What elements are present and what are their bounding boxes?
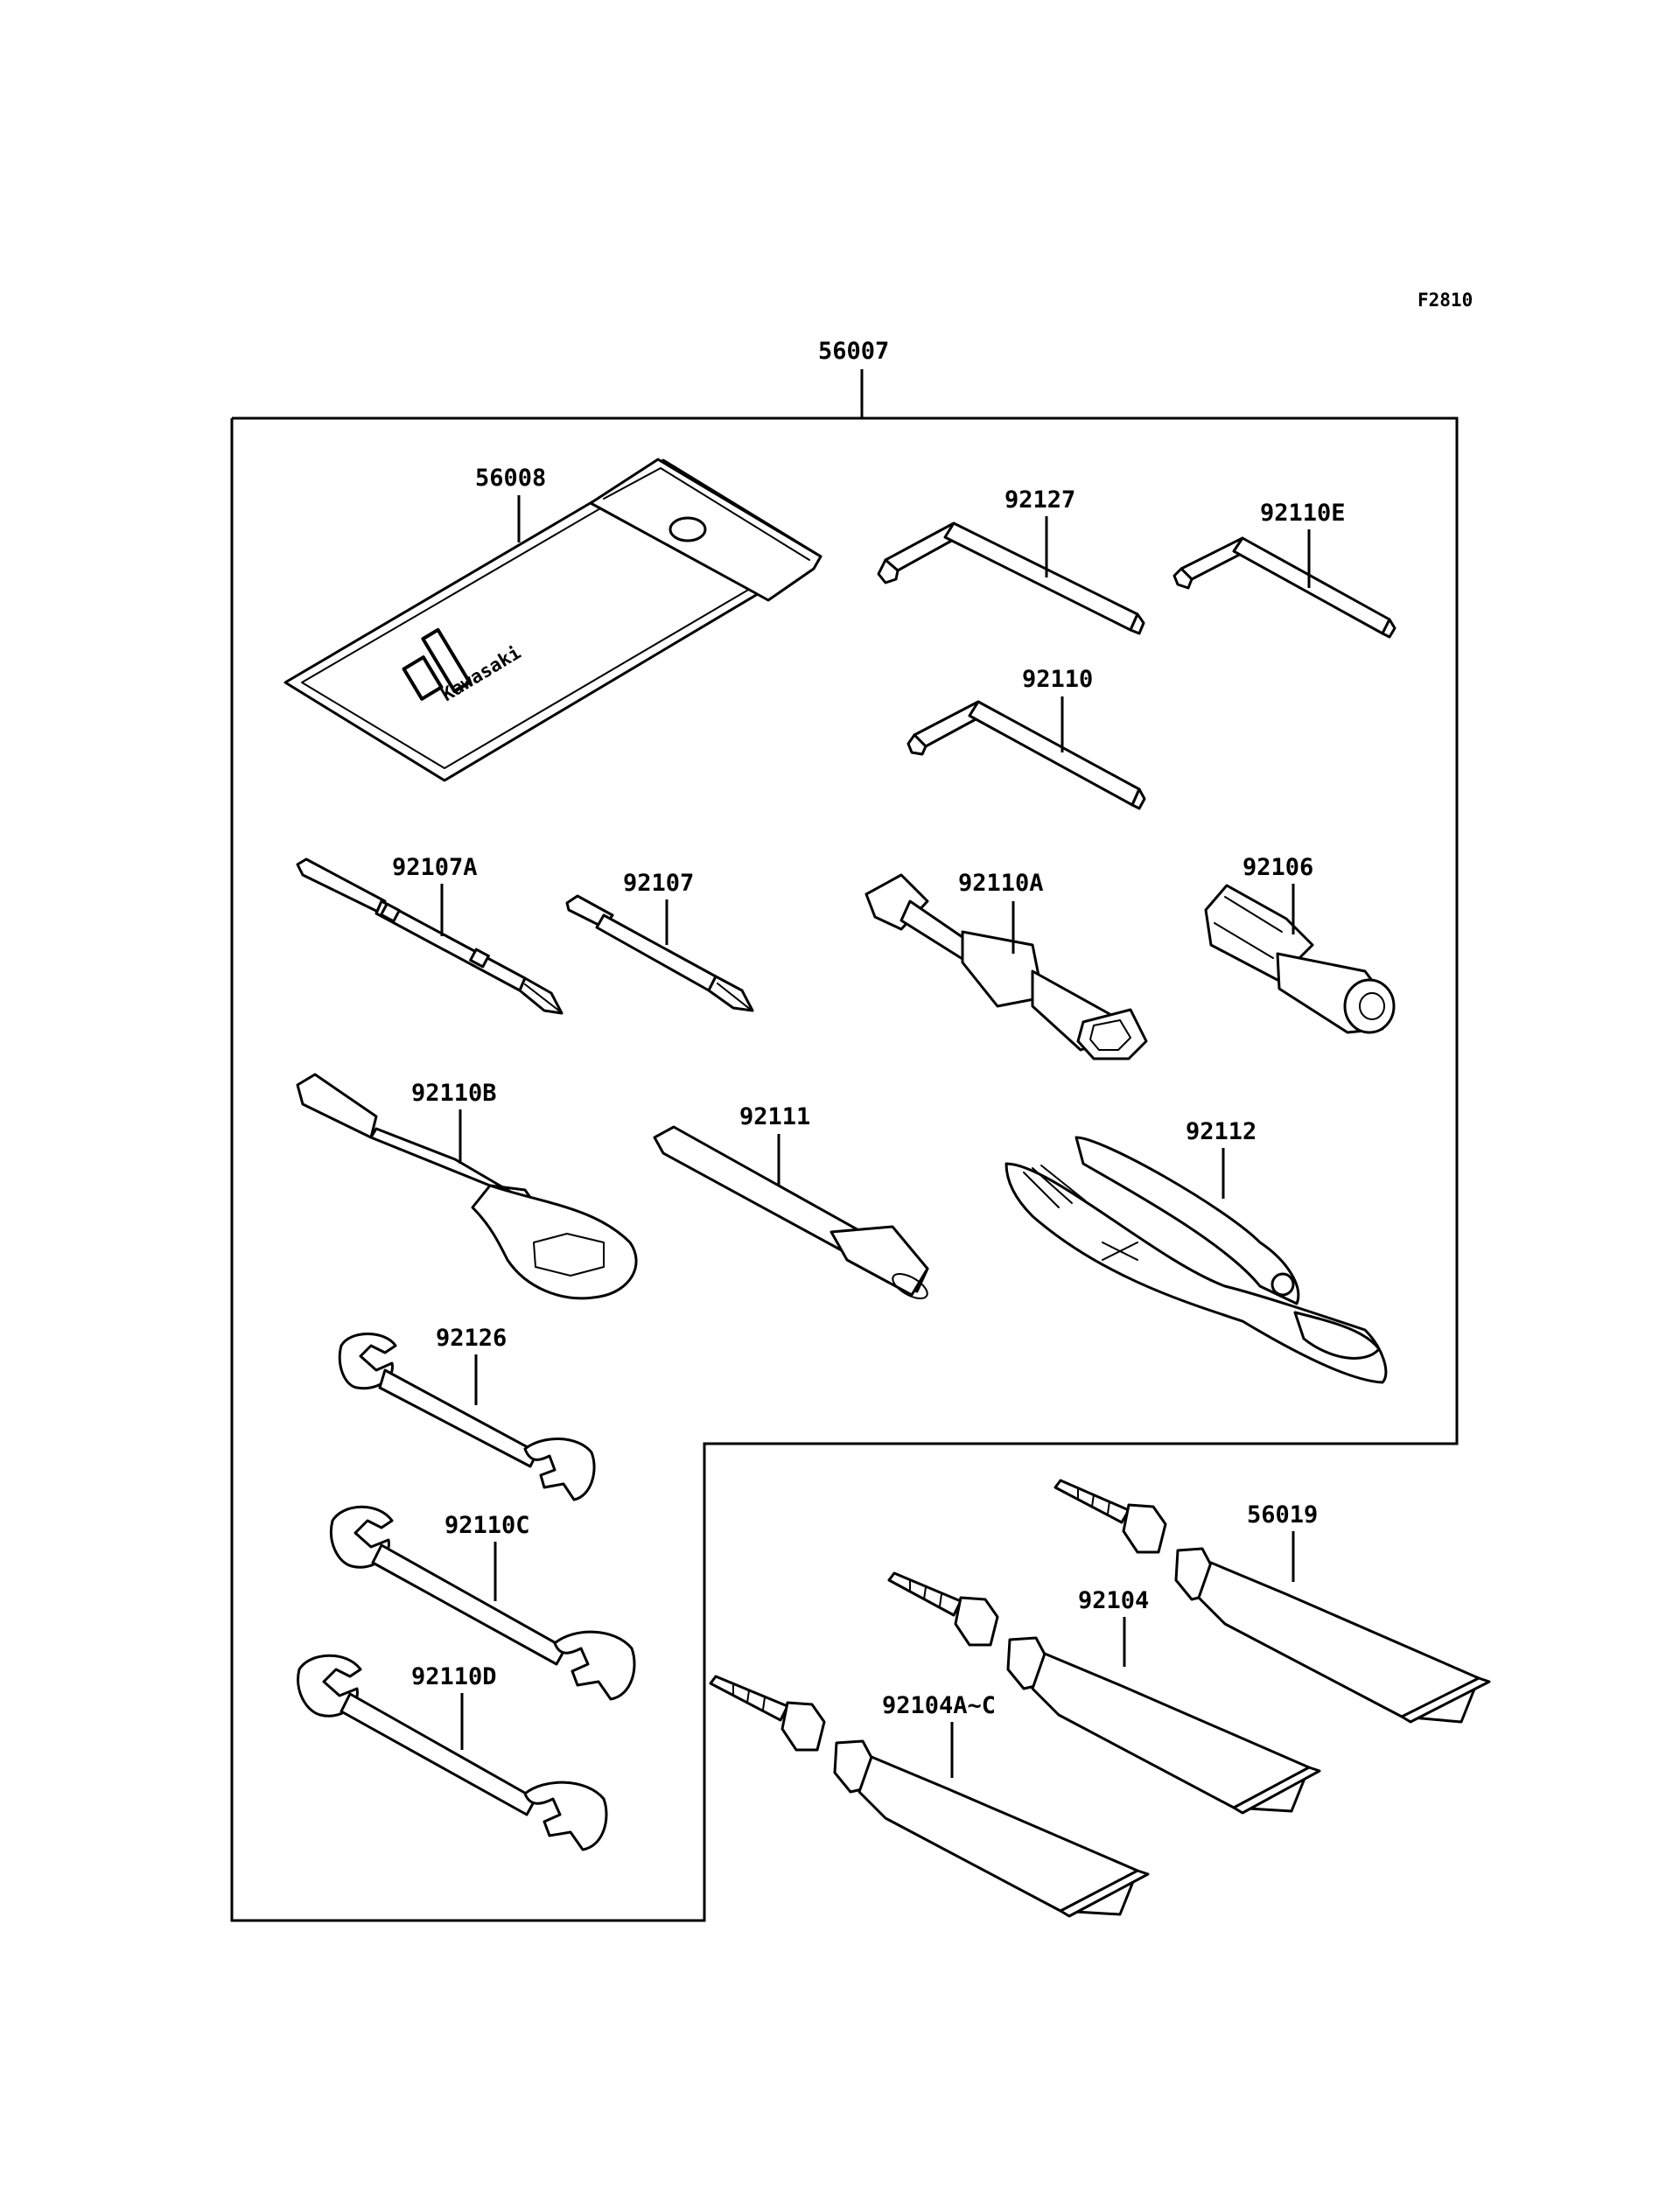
grease-tube-92104A-C: [709, 1675, 1150, 1918]
figure-code: F2810: [1418, 290, 1473, 311]
part-label-92107: 92107: [623, 870, 694, 897]
box-wrench-92110B: [296, 1073, 638, 1300]
grease-tube-56019: [1054, 1479, 1491, 1724]
part-label-92106: 92106: [1242, 854, 1313, 881]
grease-tube-92104: [887, 1571, 1321, 1815]
tool-bag-56008: Kawasaki: [284, 458, 822, 782]
part-label-92110C: 92110C: [444, 1512, 530, 1539]
socket-92106: [1204, 884, 1396, 1034]
part-label-92110B: 92110B: [411, 1080, 497, 1107]
part-label-92110D: 92110D: [411, 1663, 497, 1690]
part-label-92110A: 92110A: [958, 870, 1044, 897]
part-label-92127: 92127: [1004, 486, 1075, 514]
part-label-92111: 92111: [739, 1103, 810, 1130]
hex-key-92110: [906, 700, 1146, 810]
part-label-92104A-C: 92104A~C: [882, 1692, 996, 1719]
part-label-92112: 92112: [1186, 1118, 1256, 1145]
socket-wrench-92110A: [864, 873, 1148, 1060]
part-label-92104: 92104: [1078, 1587, 1149, 1614]
hex-key-92127: [877, 521, 1145, 635]
open-end-wrench-92110C: [330, 1505, 636, 1701]
kit-part-number-label: 56007: [818, 338, 889, 365]
open-end-wrench-92110D: [297, 1654, 608, 1851]
part-label-92126: 92126: [436, 1325, 507, 1352]
part-label-56008: 56008: [475, 465, 546, 492]
part-label-92110: 92110: [1022, 666, 1093, 693]
kit-boundary: [230, 416, 1459, 1922]
part-label-92110E: 92110E: [1260, 500, 1346, 527]
screwdriver-bit-92107: [565, 894, 754, 1012]
extension-bar-92111: [653, 1125, 929, 1299]
open-end-wrench-92126: [338, 1333, 596, 1501]
hex-key-92110E: [1172, 536, 1396, 639]
part-label-56019: 56019: [1247, 1501, 1318, 1529]
screwdriver-bit-92107A: [296, 857, 564, 1015]
pliers-92112: [1004, 1136, 1388, 1384]
part-label-92107A: 92107A: [392, 854, 478, 881]
